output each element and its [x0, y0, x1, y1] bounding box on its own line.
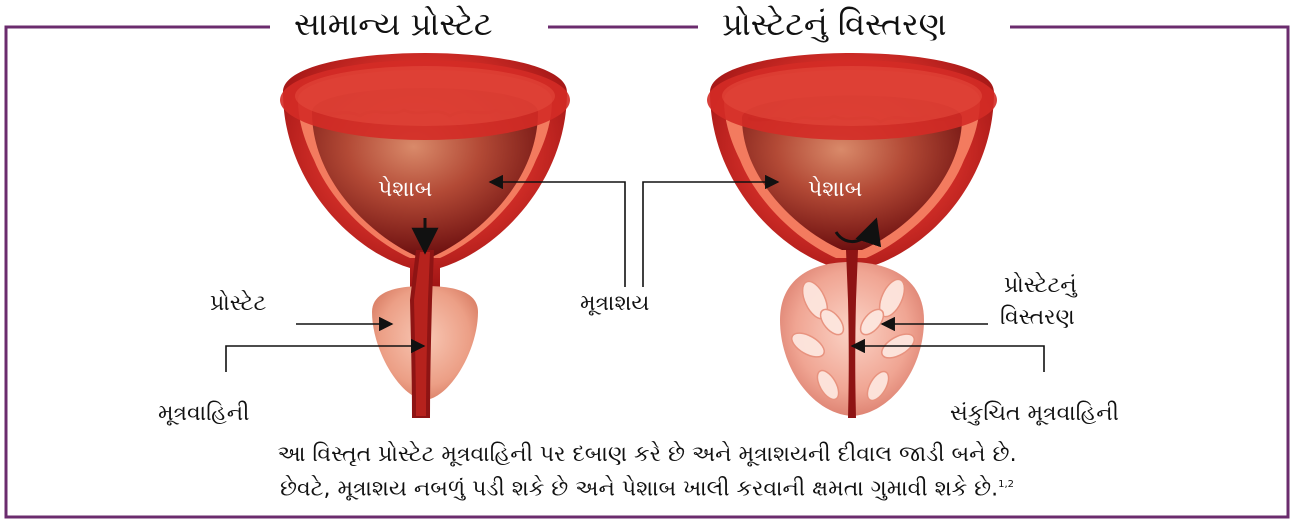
- caption-line-2-text: છેવટે, મૂત્રાશય નબળું પડી શકે છે અને પેશ…: [280, 476, 998, 501]
- title-normal-prostate: સામાન્ય પ્રોસ્ટેટ: [276, 2, 510, 46]
- label-prostate: પ્રોસ્ટેટ: [210, 290, 266, 318]
- caption-footnote: 1,2: [998, 479, 1014, 490]
- label-urethra: મૂત્રવાહિની: [158, 400, 249, 428]
- label-urine-enlarged: પેશાબ: [808, 176, 862, 204]
- label-enlarged-prostate-line2: વિસ્તરણ: [1000, 304, 1075, 332]
- caption-line-1: આ વિસ્તૃત પ્રોસ્ટેટ મૂત્રવાહિની પર દબાણ …: [0, 440, 1294, 470]
- label-constricted-urethra: સંકુચિત મૂત્રવાહિની: [950, 400, 1119, 428]
- label-urine-normal: પેશાબ: [378, 176, 432, 204]
- title-enlarged-prostate: પ્રોસ્ટેટનું વિસ્તરણ: [704, 2, 965, 46]
- label-enlarged-prostate-line1: પ્રોસ્ટેટનું: [1004, 272, 1077, 300]
- label-bladder: મૂત્રાશય: [580, 290, 649, 318]
- caption-line-2: છેવટે, મૂત્રાશય નબળું પડી શકે છે અને પેશ…: [0, 470, 1294, 504]
